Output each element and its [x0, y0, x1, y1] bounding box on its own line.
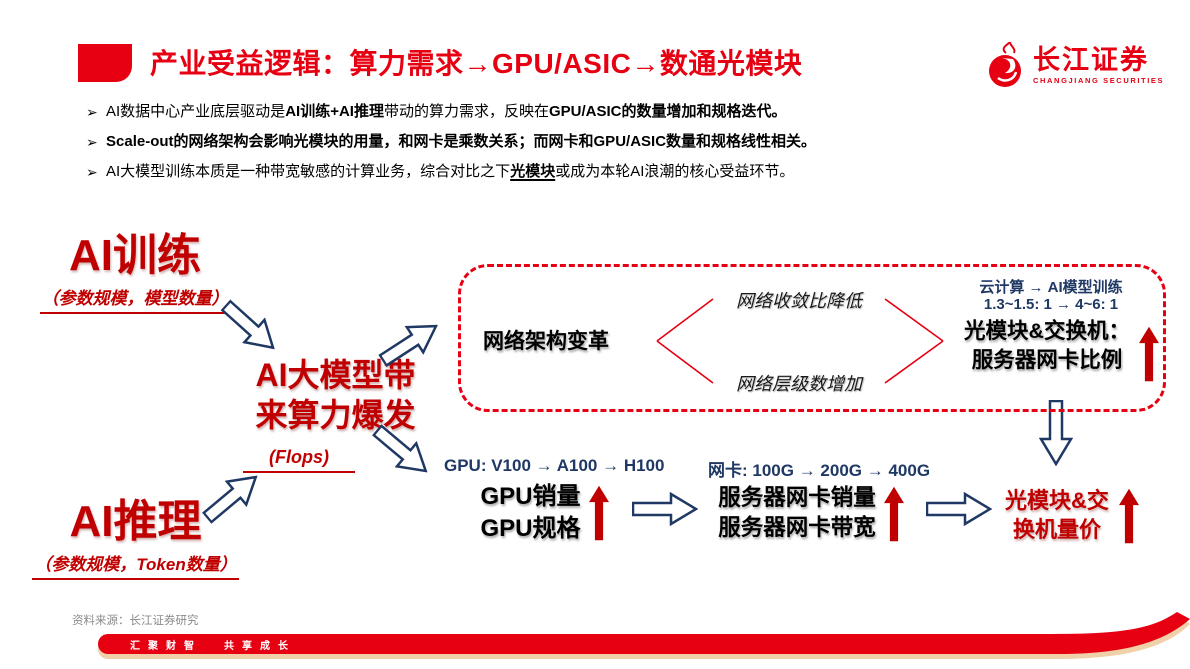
cloud-ratio-text: 云计算 → AI模型训练 1.3~1.5: 1 → 4~6: 1	[953, 279, 1149, 313]
red-up-arrow-icon	[1119, 488, 1139, 544]
module-switch-ratio-text: 光模块&交换机： 服务器网卡比例	[949, 317, 1145, 375]
nic-metrics-text: 服务器网卡销量 服务器网卡带宽	[702, 483, 892, 543]
arrow-right-icon	[926, 492, 992, 526]
bullet-item-1: ➢ AI数据中心产业底层驱动是AI训练+AI推理带动的算力需求，反映在GPU/A…	[86, 103, 966, 121]
red-up-arrow-icon	[884, 486, 904, 542]
cloud-ratio-line1: 云计算 → AI模型训练	[979, 279, 1123, 296]
arrow-right-icon	[632, 492, 698, 526]
changjiang-securities-logo: 长江证券 CHANGJIANG SECURITIES	[985, 42, 1164, 90]
gpu-sales-line: GPU销量	[480, 483, 581, 510]
chevron-bullet-icon: ➢	[86, 134, 98, 150]
compute-burst-line2: 来算力爆发	[255, 397, 416, 433]
gpu-generation-header: GPU: V100 → A100 → H100	[444, 456, 665, 475]
ai-inference-subtitle: （参数规模，Token数量）	[32, 550, 239, 581]
arrow-down-right-icon	[371, 424, 428, 473]
logo-text: 长江证券 CHANGJIANG SECURITIES	[1033, 47, 1164, 85]
source-note: 资料来源：长江证券研究	[72, 615, 199, 627]
logo-flame-icon	[989, 42, 1021, 87]
bullet-text-3: AI大模型训练本质是一种带宽敏感的计算业务，综合对比之下光模块或成为本轮AI浪潮…	[106, 163, 795, 180]
footer-slogan: 汇聚财智 共享成长	[130, 637, 296, 652]
bullet-text-1: AI数据中心产业底层驱动是AI训练+AI推理带动的算力需求，反映在GPU/ASI…	[106, 103, 787, 120]
bullet-item-2: ➢ Scale-out的网络架构会影响光模块的用量，和网卡是乘数关系；而网卡和G…	[86, 133, 966, 151]
compute-burst-node: AI大模型带 来算力爆发	[238, 355, 433, 435]
module-switch-ratio-line1: 光模块&交换机：	[963, 319, 1131, 343]
red-up-arrow-icon	[589, 485, 609, 541]
bullet-list: ➢ AI数据中心产业底层驱动是AI训练+AI推理带动的算力需求，反映在GPU/A…	[86, 103, 966, 193]
bullet-text-2: Scale-out的网络架构会影响光模块的用量，和网卡是乘数关系；而网卡和GPU…	[106, 133, 817, 150]
cloud-ratio-line2: 1.3~1.5: 1 → 4~6: 1	[983, 296, 1119, 313]
ai-training-node: AI训练 （参数规模，模型数量）	[30, 231, 240, 315]
logo-name-cn: 长江证券	[1033, 45, 1149, 76]
arrow-down-right-icon	[220, 299, 275, 350]
arrow-up-right-icon	[378, 324, 439, 368]
branch-top-label: 网络收敛比降低	[736, 291, 862, 311]
branch-bottom-label: 网络层级数增加	[736, 374, 862, 394]
chevron-bullet-icon: ➢	[86, 164, 98, 180]
network-architecture-label: 网络架构变革	[483, 330, 609, 353]
arrow-down-icon	[1039, 400, 1073, 466]
flops-note: (Flops)	[243, 447, 355, 473]
arrow-up-right-icon	[201, 475, 258, 524]
outcome-line2: 换机量价	[1012, 517, 1101, 542]
slogan-right: 共享成长	[224, 641, 296, 652]
logo-name-en: CHANGJIANG SECURITIES	[1033, 76, 1165, 86]
ai-inference-title: AI推理	[69, 497, 202, 546]
slogan-left: 汇聚财智	[130, 641, 202, 652]
nic-bandwidth-line: 服务器网卡带宽	[718, 515, 876, 540]
nic-generation-header: 网卡: 100G → 200G → 400G	[708, 461, 931, 480]
network-change-box: 网络架构变革 网络收敛比降低 网络层级数增加 云计算 → AI模型训练 1.3~…	[458, 264, 1166, 412]
gpu-spec-line: GPU规格	[480, 515, 581, 542]
page-title: 产业受益逻辑：算力需求→GPU/ASIC→数通光模块	[150, 48, 803, 79]
ai-inference-node: AI推理 （参数规模，Token数量）	[28, 497, 243, 581]
ai-training-subtitle: （参数规模，模型数量）	[39, 284, 231, 315]
branch-lines	[656, 298, 944, 384]
red-up-arrow-icon	[1139, 326, 1159, 382]
ribbon-swoosh	[98, 612, 1190, 659]
outcome-node: 光模块&交 换机量价	[998, 486, 1116, 544]
chevron-bullet-icon: ➢	[86, 104, 98, 120]
title-accent-chip	[78, 44, 132, 82]
ai-training-title: AI训练	[69, 231, 201, 280]
gpu-metrics-text: GPU销量 GPU规格	[468, 481, 593, 545]
footer-ribbon	[92, 612, 1190, 667]
nic-sales-line: 服务器网卡销量	[718, 485, 876, 510]
bullet-item-3: ➢ AI大模型训练本质是一种带宽敏感的计算业务，综合对比之下光模块或成为本轮AI…	[86, 163, 966, 181]
outcome-line1: 光模块&交	[1005, 488, 1109, 513]
module-switch-ratio-line2: 服务器网卡比例	[971, 348, 1123, 372]
